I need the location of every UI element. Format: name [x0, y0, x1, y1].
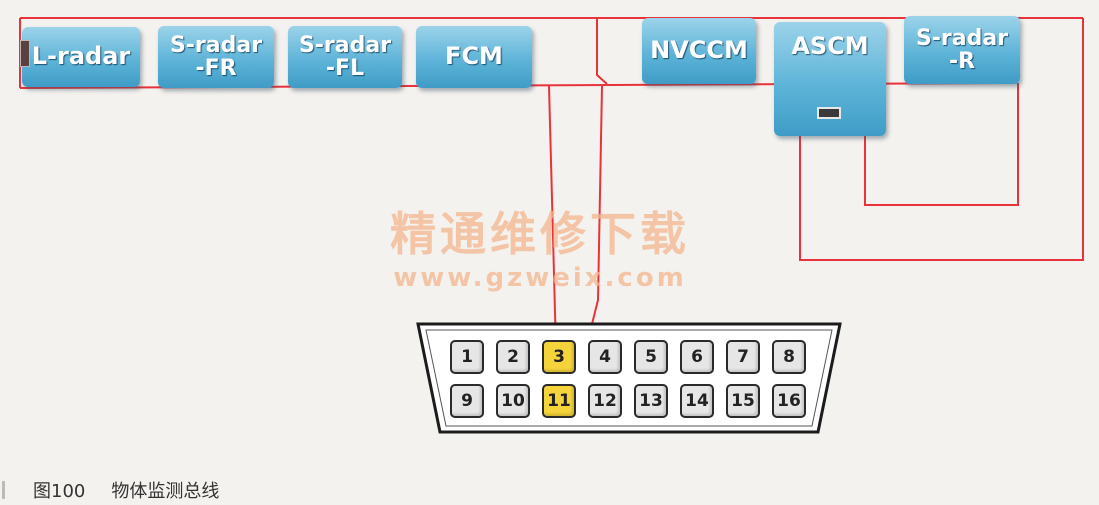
module-s-radar-fr: S-radar -FR	[158, 26, 274, 88]
module-fcm-label: FCM	[445, 42, 503, 71]
caption-figure-number: 图100	[33, 481, 86, 502]
pin-1: 1	[450, 340, 484, 374]
module-s-radar-fr-line2: -FR	[195, 56, 237, 81]
module-s-radar-fl-line2: -FL	[325, 56, 365, 81]
pin-12: 12	[588, 384, 622, 418]
pin-2: 2	[496, 340, 530, 374]
pin-8: 8	[772, 340, 806, 374]
pin-3: 3	[542, 340, 576, 374]
ascm-connector	[817, 107, 841, 119]
pin-13: 13	[634, 384, 668, 418]
module-nvccm-label: NVCCM	[650, 36, 748, 65]
module-nvccm: NVCCM	[642, 18, 756, 84]
pin-5: 5	[634, 340, 668, 374]
pin-10: 10	[496, 384, 530, 418]
pin-7: 7	[726, 340, 760, 374]
module-l-radar: L-radar	[22, 27, 140, 87]
module-s-radar-r-line1: S-radar	[915, 25, 1009, 51]
module-ascm-label: ASCM	[791, 32, 869, 60]
wire-to-pin-3	[548, 85, 557, 351]
pin-4: 4	[588, 340, 622, 374]
module-s-radar-r-line2: -R	[948, 49, 976, 74]
module-s-radar-fl-line1: S-radar	[298, 32, 392, 58]
module-s-radar-fr-line1: S-radar	[169, 32, 263, 58]
figure-caption: 图100 物体监测总线	[0, 478, 219, 502]
module-s-radar-r: S-radar -R	[904, 16, 1020, 84]
dlc-inner-outline	[425, 329, 833, 427]
l-radar-connector	[20, 40, 30, 67]
caption-marker	[2, 481, 5, 499]
watermark-text: 精通维修下载	[390, 207, 690, 261]
pin-6: 6	[680, 340, 714, 374]
pin-14: 14	[680, 384, 714, 418]
module-ascm: ASCM	[774, 22, 886, 136]
module-l-radar-label: L-radar	[31, 42, 131, 71]
bus-junction	[596, 18, 608, 85]
pin-11: 11	[542, 384, 576, 418]
module-fcm: FCM	[416, 26, 532, 88]
pin-9: 9	[450, 384, 484, 418]
caption-title: 物体监测总线	[111, 481, 220, 502]
pin-15: 15	[726, 384, 760, 418]
watermark: 精通维修下载 www.gzweix.com	[340, 206, 740, 294]
module-s-radar-fl: S-radar -FL	[288, 26, 402, 88]
watermark-url: www.gzweix.com	[393, 263, 687, 293]
pin-16: 16	[772, 384, 806, 418]
